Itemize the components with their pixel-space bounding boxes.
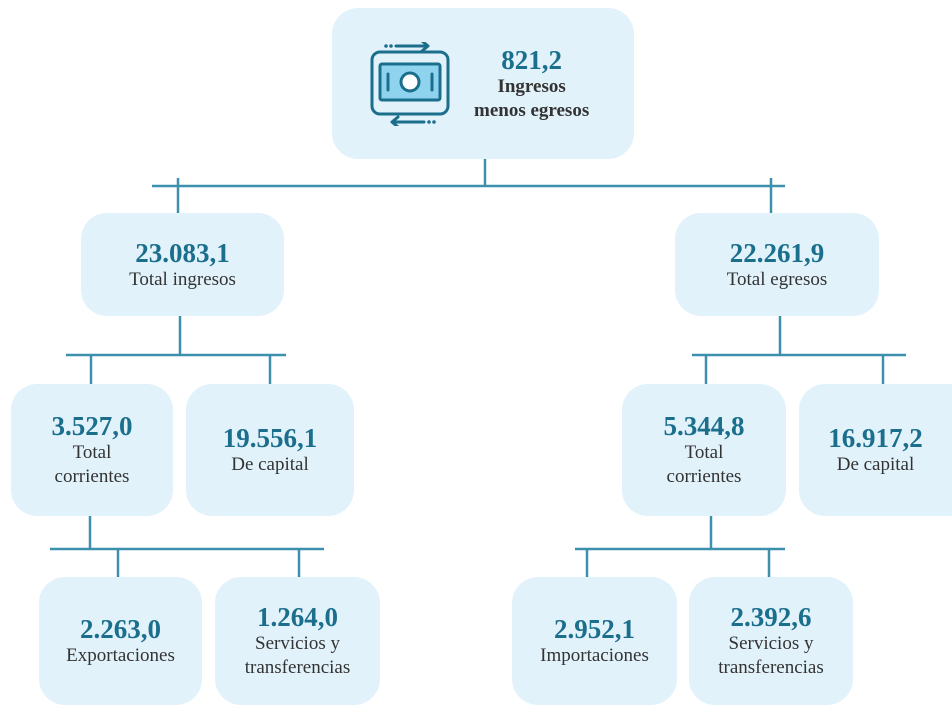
node-ingresos-corrientes: 3.527,0 Total corrientes [11, 384, 173, 516]
node-exportaciones: 2.263,0 Exportaciones [39, 577, 202, 705]
egresos-corrientes-value: 5.344,8 [663, 411, 745, 441]
ingresos-corrientes-label-1: Total [72, 442, 112, 463]
node-total-egresos: 22.261,9 Total egresos [675, 213, 879, 316]
node-importaciones: 2.952,1 Importaciones [512, 577, 677, 705]
total-ingresos-label: Total ingresos [129, 268, 236, 290]
net-balance-value: 821,2 [501, 44, 562, 75]
egresos-corrientes-label-2: corrientes [666, 466, 742, 487]
egresos-servicios-value: 2.392,6 [730, 602, 812, 632]
net-balance-label-2: menos egresos [474, 99, 590, 121]
node-egresos-capital: 16.917,2 De capital [799, 384, 952, 516]
node-egresos-corrientes: 5.344,8 Total corrientes [622, 384, 786, 516]
egresos-capital-label: De capital [836, 454, 915, 475]
egresos-servicios-label-2: transferencias [718, 657, 824, 678]
ingresos-corrientes-value: 3.527,0 [51, 411, 133, 441]
ingresos-corrientes-label-2: corrientes [54, 466, 130, 487]
importaciones-label: Importaciones [540, 645, 649, 666]
ingresos-capital-value: 19.556,1 [222, 423, 318, 453]
total-ingresos-value: 23.083,1 [135, 237, 230, 268]
node-egresos-servicios: 2.392,6 Servicios y transferencias [689, 577, 853, 705]
egresos-servicios-label-1: Servicios y [728, 633, 814, 654]
money-exchange-icon [370, 41, 450, 126]
ingresos-capital-label: De capital [231, 454, 309, 475]
net-balance-label-1: Ingresos [497, 75, 566, 97]
egresos-corrientes-label-1: Total [684, 442, 724, 463]
exportaciones-value: 2.263,0 [80, 614, 161, 644]
total-egresos-value: 22.261,9 [729, 237, 825, 268]
node-ingresos-capital: 19.556,1 De capital [186, 384, 354, 516]
ingresos-servicios-label-2: transferencias [244, 657, 351, 678]
egresos-capital-value: 16.917,2 [828, 423, 923, 453]
total-egresos-label: Total egresos [726, 268, 828, 290]
root-node-net-balance: 821,2 Ingresos menos egresos [332, 8, 634, 159]
importaciones-value: 2.952,1 [554, 614, 635, 644]
ingresos-servicios-value: 1.264,0 [257, 602, 338, 632]
exportaciones-label: Exportaciones [66, 645, 175, 666]
ingresos-servicios-label-1: Servicios y [255, 633, 340, 654]
node-ingresos-servicios: 1.264,0 Servicios y transferencias [215, 577, 380, 705]
node-total-ingresos: 23.083,1 Total ingresos [81, 213, 284, 316]
